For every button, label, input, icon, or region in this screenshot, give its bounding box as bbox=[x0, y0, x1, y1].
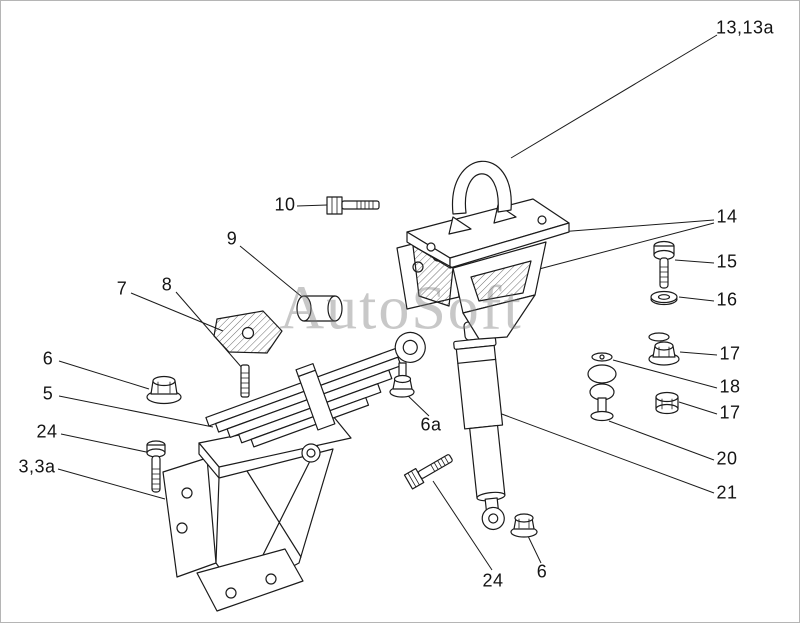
callout-24-bottom: 24 bbox=[482, 570, 504, 591]
callout-6-bottom: 6 bbox=[536, 561, 548, 582]
callout-8: 8 bbox=[161, 274, 173, 295]
lower-bracket-part bbox=[162, 415, 352, 612]
callout-18: 18 bbox=[719, 376, 741, 397]
leader-lines bbox=[57, 34, 718, 571]
callout-17-upper: 17 bbox=[719, 343, 741, 364]
callout-14: 14 bbox=[716, 206, 738, 227]
bolt-24-left-part bbox=[146, 440, 166, 493]
nut-17-upper-part bbox=[648, 332, 680, 366]
shackle-part bbox=[451, 160, 512, 215]
flange-nut-bottom-part bbox=[510, 513, 538, 538]
shock-absorber-part bbox=[453, 320, 506, 531]
callout-7: 7 bbox=[116, 278, 128, 299]
callout-24-left: 24 bbox=[36, 421, 58, 442]
callout-10: 10 bbox=[274, 194, 296, 215]
callout-16: 16 bbox=[716, 289, 738, 310]
callout-6-left: 6 bbox=[42, 348, 54, 369]
callout-13-13a: 13,13a bbox=[715, 17, 775, 38]
buffer-stack-part bbox=[587, 352, 617, 422]
callout-21: 21 bbox=[716, 482, 738, 503]
upper-bracket-part bbox=[396, 198, 570, 340]
callout-17-lower: 17 bbox=[719, 402, 741, 423]
callout-5: 5 bbox=[42, 383, 54, 404]
bolt-15-part bbox=[653, 240, 675, 289]
nut-17-lower-part bbox=[655, 391, 679, 415]
lock-plate-part bbox=[213, 310, 283, 354]
callout-9: 9 bbox=[226, 228, 238, 249]
callout-15: 15 bbox=[716, 251, 738, 272]
bushing-part bbox=[296, 295, 343, 322]
stud-part bbox=[240, 364, 250, 398]
flange-nut-left-part bbox=[146, 375, 182, 405]
callout-20: 20 bbox=[716, 448, 738, 469]
callout-6a: 6a bbox=[420, 414, 442, 435]
bolt-10-part bbox=[326, 196, 380, 215]
callout-3-3a: 3,3a bbox=[18, 456, 56, 477]
leaf-spring-part bbox=[205, 331, 426, 448]
nut-6a-part bbox=[389, 362, 415, 398]
washer-16-part bbox=[650, 290, 678, 306]
bolt-24-bottom-part bbox=[403, 454, 453, 490]
